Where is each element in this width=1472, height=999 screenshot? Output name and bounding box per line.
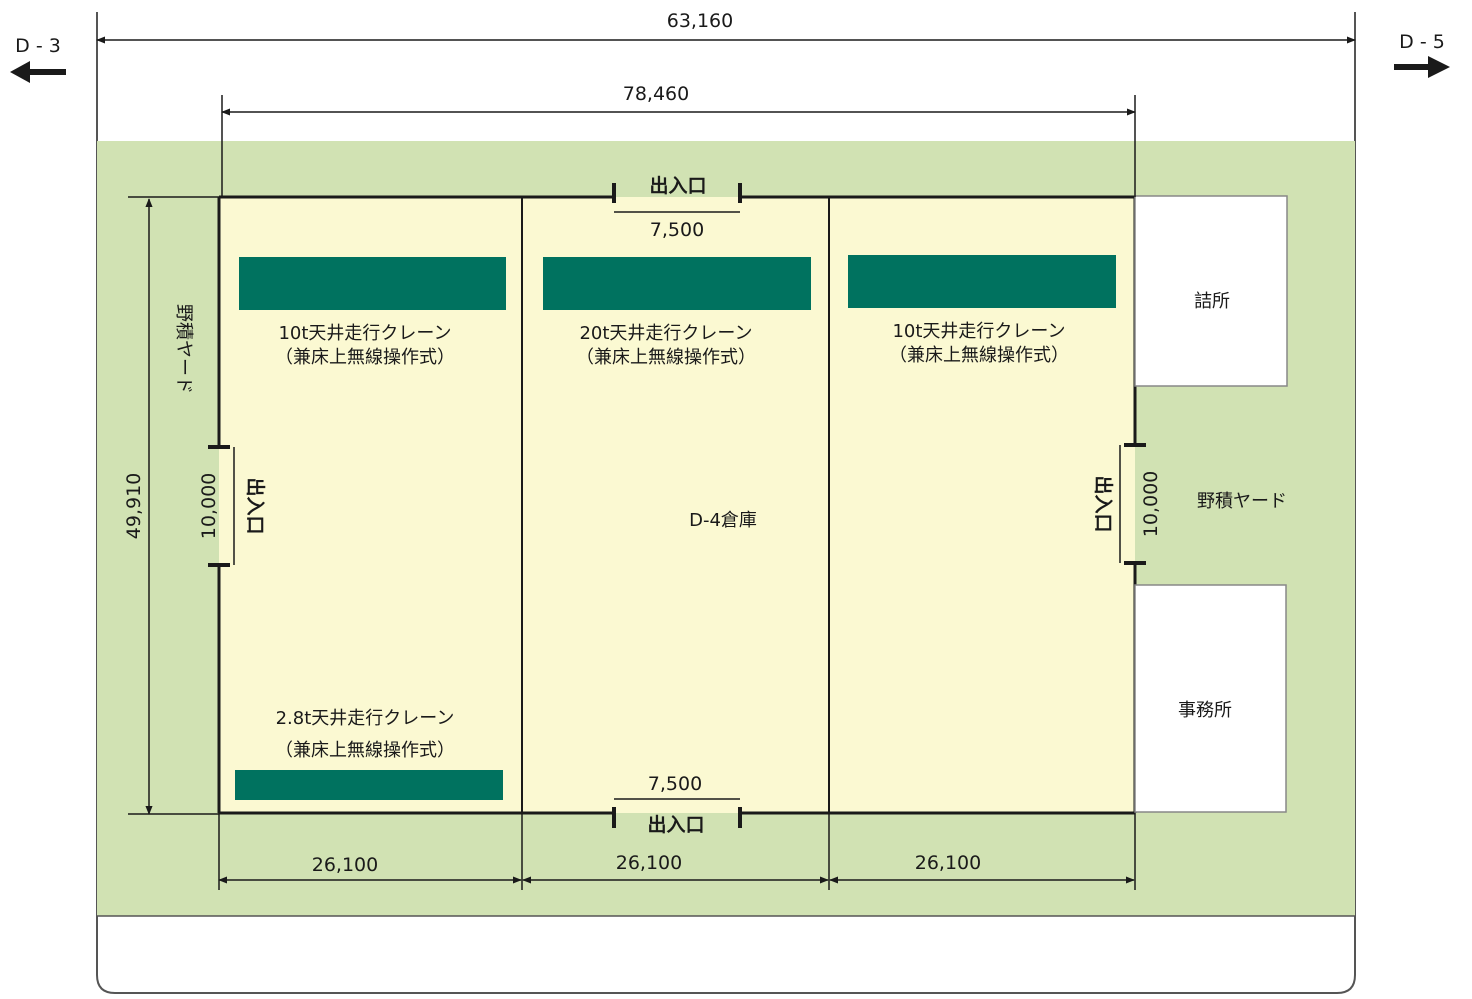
crane-4-name: 2.8t天井走行クレーン — [276, 708, 455, 729]
entrance-right-label: 出入口 — [1092, 475, 1115, 532]
bay-1-width: 26,100 — [312, 854, 378, 876]
entrance-bottom-width: 7,500 — [648, 773, 702, 795]
yard-label-right: 野積ヤード — [1197, 491, 1287, 512]
warehouse-width-label: 78,460 — [623, 83, 689, 105]
entrance-right-width: 10,000 — [1140, 471, 1162, 537]
crane-3-name: 10t天井走行クレーン — [892, 321, 1065, 342]
warehouse-walls — [217, 195, 1137, 815]
entrance-top-width: 7,500 — [650, 219, 704, 241]
arrow-left-icon — [10, 61, 66, 83]
crane-bar-1 — [239, 257, 506, 310]
crane-bar-2 — [543, 257, 811, 310]
crane-1-name: 10t天井走行クレーン — [278, 323, 451, 344]
bay-3-width: 26,100 — [915, 852, 981, 874]
crane-1-note: （兼床上無線操作式） — [275, 347, 455, 368]
entrance-left-label: 出入口 — [244, 477, 267, 534]
guard-house-label: 詰所 — [1194, 291, 1230, 312]
depth-label: 49,910 — [123, 473, 145, 539]
crane-bar-4 — [235, 770, 503, 800]
crane-2-name: 20t天井走行クレーン — [579, 323, 752, 344]
nav-left-label: D - 3 — [15, 35, 61, 57]
arrow-right-icon — [1394, 56, 1450, 78]
site-boundary — [96, 12, 1356, 994]
crane-2-note: （兼床上無線操作式） — [576, 347, 756, 368]
entrance-jambs — [208, 183, 1146, 828]
bay-2-width: 26,100 — [616, 852, 682, 874]
warehouse-label: D-4倉庫 — [689, 510, 757, 531]
office-building — [1134, 584, 1287, 813]
nav-right-label: D - 5 — [1399, 31, 1445, 53]
office-label: 事務所 — [1178, 700, 1232, 721]
guard-house — [1134, 195, 1288, 387]
crane-3-note: （兼床上無線操作式） — [889, 345, 1069, 366]
crane-4-note: （兼床上無線操作式） — [275, 740, 455, 761]
entrance-top-label: 出入口 — [649, 174, 706, 197]
entrance-left-width: 10,000 — [198, 473, 220, 539]
entrance-bottom-label: 出入口 — [647, 813, 704, 836]
crane-bar-3 — [848, 255, 1116, 308]
dimension-lines — [96, 36, 1356, 890]
overall-width-label: 63,160 — [667, 10, 733, 32]
yard-label-left: 野積ヤード — [173, 304, 194, 394]
